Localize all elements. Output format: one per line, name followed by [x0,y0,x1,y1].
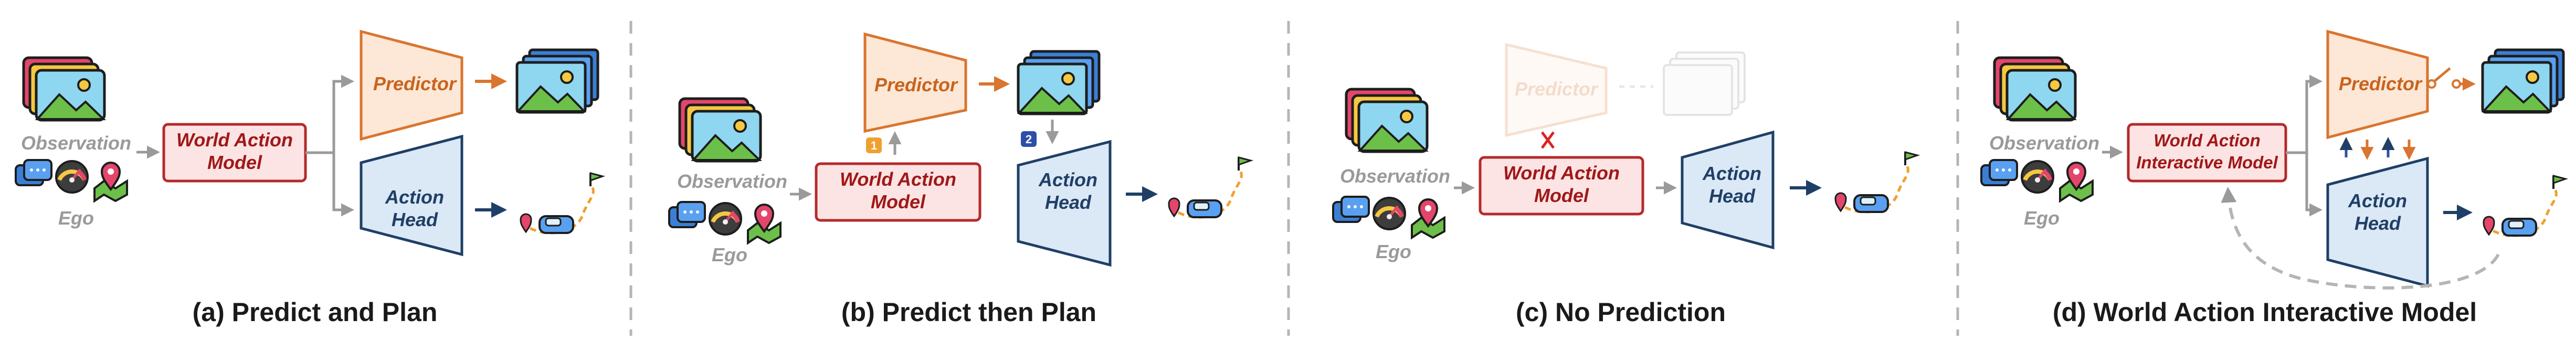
flag-icon [1904,151,1920,165]
car-trajectory-icon [2483,175,2569,237]
step-badge [866,137,882,153]
ego-label: Ego [1376,241,1411,262]
predictor-label: Predictor [1515,78,1599,100]
car-trajectory-icon [1168,156,1254,219]
action-head-block [1017,140,1112,267]
panel-d: Observation Ego World Action [1980,29,2569,327]
image-stack-icon [22,56,106,122]
model-label-line1: World Action [176,129,293,151]
ego-label: Ego [712,244,747,265]
image-stack-icon [2481,48,2565,114]
flag-icon [589,172,606,186]
head-label-line1: Action [1038,169,1097,190]
car-trajectory-icon [520,172,606,235]
action-head-block [1681,130,1775,250]
observation-label: Observation [1989,132,2099,154]
panel-caption: (d) World Action Interactive Model [2053,297,2477,327]
broken-link-icon [1540,131,1555,149]
action-head-block [360,134,463,257]
map-pin-icon [2059,162,2094,203]
map-pin-icon [1411,198,1445,240]
observation-label: Observation [21,132,131,154]
feedback-arrow [2221,187,2500,290]
flag-icon [1238,156,1254,171]
speedometer-icon [709,202,742,236]
step-badge-number: 2 [1026,133,1032,146]
image-stack-icon [515,48,599,114]
arrow [2305,153,2322,217]
image-stack-icon [1345,88,1429,153]
flag-icon [2552,175,2569,189]
panel-caption: (a) Predict and Plan [193,297,438,327]
speedometer-icon [1373,197,1406,230]
map-pin-icon [93,162,128,203]
ego-label: Ego [58,207,94,229]
head-label-line2: Head [2355,212,2401,234]
step-badge [1021,131,1037,147]
world-action-model-box [1479,156,1644,216]
disabled-predictor: Predictor [1505,42,1746,137]
arrow [332,153,354,217]
panel-c: Predictor Observation [1332,42,1920,327]
panel-caption: (b) Predict then Plan [841,297,1096,327]
chat-bubble-icon [1332,196,1370,223]
head-label-line2: Head [392,209,438,230]
model-label-line2: Interactive Model [2136,153,2278,172]
chat-bubble-icon [15,159,52,186]
image-stack-icon [678,97,762,163]
model-label-line1: World Action [2153,131,2260,150]
arrow [305,75,354,154]
model-label-line2: Model [1534,185,1589,206]
ego-label: Ego [2024,207,2060,229]
head-label-line1: Action [385,186,444,208]
head-label-line1: Action [1702,163,1761,184]
switch-icon [2427,67,2476,91]
step-badge-number: 1 [871,139,877,152]
predictor-block [360,29,463,141]
panel-caption: (c) No Prediction [1516,297,1726,327]
map-pin-icon [747,204,782,245]
model-label-line1: World Action [840,168,956,190]
speedometer-icon [2021,160,2054,194]
predictor-block [863,32,967,133]
predictor-label: Predictor [2339,73,2423,94]
head-label-line1: Action [2348,190,2407,211]
image-stack-icon [1017,50,1101,115]
predictor-label: Predictor [874,74,958,95]
model-label-line2: Model [871,191,926,212]
arrow [2286,75,2322,154]
image-stack-icon [1993,56,2077,122]
world-action-model-box [815,162,981,222]
chat-bubble-icon [1980,159,2018,186]
predictor-block [2326,29,2429,140]
panel-a: Observation Ego [15,29,606,327]
observation-label: Observation [677,171,787,192]
chat-bubble-icon [668,201,706,228]
model-label-line1: World Action [1503,162,1620,184]
speedometer-icon [55,160,89,194]
panel-b: Observation Ego World Action [668,32,1254,327]
model-label-line2: Model [207,152,262,173]
car-trajectory-icon [1834,151,1920,214]
predictor-label: Predictor [373,73,457,94]
head-label-line2: Head [1709,185,1756,207]
head-label-line2: Head [1045,192,1092,213]
observation-label: Observation [1340,165,1450,187]
